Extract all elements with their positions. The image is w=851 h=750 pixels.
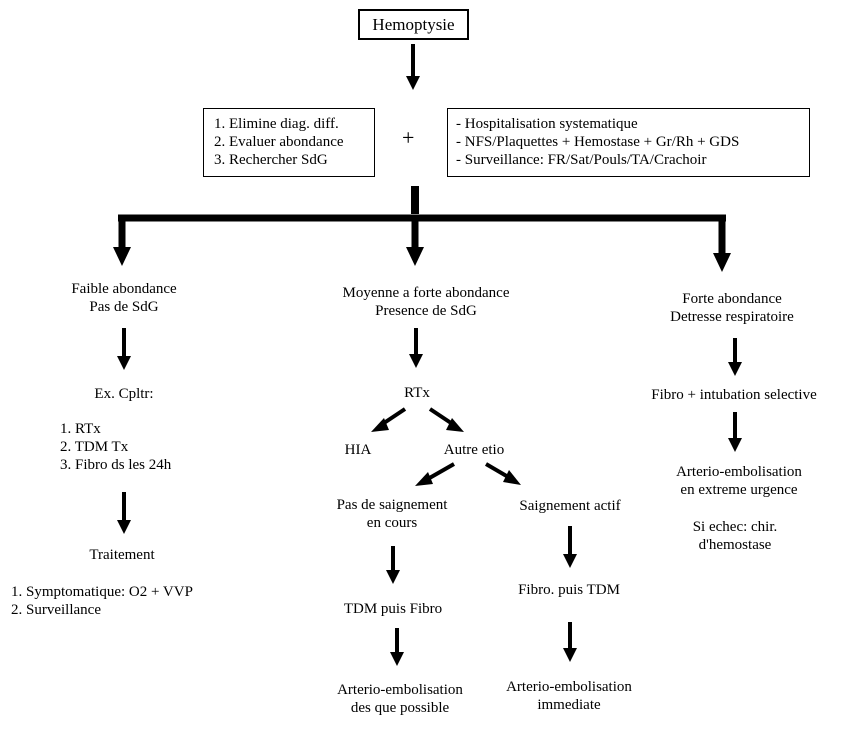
middle-no-bleed: Pas de saignement en cours [337,496,448,532]
arrow-right-1 [728,338,742,376]
right-failure-line-1: Si echec: chir. [692,519,778,535]
right-embolisation-line-2: en extreme urgence [680,482,798,498]
measure-2: - NFS/Plaquettes + Hemostase + Gr/Rh + G… [456,134,740,150]
arrow-no-bleed-step-down [390,628,404,666]
middle-active-bleed-end: Arterio-embolisation immediate [506,678,632,714]
left-heading: Faible abondance Pas de SdG [71,280,176,316]
left-heading-line-1: Faible abondance [71,281,177,297]
arrow-active-down [563,526,577,568]
middle-no-bleed-end-line-2: des que possible [350,700,450,716]
middle-active-bleed-step: Fibro. puis TDM [518,582,620,598]
arrow-autre-to-no-bleed [415,462,455,486]
arrow-active-step-down [563,622,577,662]
plus-sign: + [402,125,415,150]
arrow-branch-middle [406,218,424,266]
arrow-title-down [406,44,420,90]
right-failure: Si echec: chir. d'hemostase [693,518,778,554]
measure-3: - Surveillance: FR/Sat/Pouls/TA/Crachoir [456,152,707,168]
middle-active-bleed-end-line-2: immediate [537,697,601,713]
right-heading-line-2: Detresse respiratoire [670,309,794,325]
middle-autre-etio: Autre etio [443,442,505,458]
arrow-middle-1 [409,328,423,368]
left-treatment-label: Traitement [89,547,155,563]
arrow-rtx-to-hia [371,407,407,432]
right-embolisation-line-1: Arterio-embolisation [676,464,802,480]
measure-1: - Hospitalisation systematique [456,116,638,132]
title-text: Hemoptysie [372,15,455,34]
initial-step-3: 3. Rechercher SdG [214,152,328,168]
arrow-no-bleed-down [386,546,400,584]
arrow-left-1 [117,328,131,370]
left-exam-2: 2. TDM Tx [60,439,129,455]
arrow-autre-to-active [484,462,521,485]
left-exam-1: 1. RTx [60,421,101,437]
middle-no-bleed-line-1: Pas de saignement [336,497,448,513]
middle-active-bleed: Saignement actif [519,498,621,514]
middle-active-bleed-end-line-1: Arterio-embolisation [506,679,632,695]
initial-steps-box: 1. Elimine diag. diff. 2. Evaluer abonda… [203,108,375,177]
right-heading-line-1: Forte abondance [682,291,782,307]
arrow-branch-right [713,218,731,272]
middle-rtx: RTx [404,385,430,401]
middle-no-bleed-step: TDM puis Fibro [343,601,443,617]
middle-hia: HIA [344,442,372,458]
middle-heading: Moyenne a forte abondance Presence de Sd… [342,284,509,320]
hospital-measures-box: - Hospitalisation systematique - NFS/Pla… [447,108,810,177]
right-step: Fibro + intubation selective [651,387,817,403]
middle-no-bleed-end-line-1: Arterio-embolisation [337,682,463,698]
left-treatment-2: 2. Surveillance [11,602,101,618]
left-exam-3: 3. Fibro ds les 24h [60,457,172,473]
initial-step-2: 2. Evaluer abondance [214,134,344,150]
arrow-right-2 [728,412,742,452]
middle-no-bleed-line-2: en cours [366,515,418,531]
right-failure-line-2: d'hemostase [698,537,772,553]
title-box: Hemoptysie [358,9,469,40]
middle-heading-line-1: Moyenne a forte abondance [342,285,510,301]
left-exams-label: Ex. Cpltr: [94,386,154,402]
arrow-rtx-to-autre [428,407,464,432]
right-heading: Forte abondance Detresse respiratoire [670,290,794,326]
middle-no-bleed-end: Arterio-embolisation des que possible [337,681,463,717]
left-exams-list: 1. RTx 2. TDM Tx 3. Fibro ds les 24h [60,420,171,474]
arrow-left-2 [117,492,131,534]
middle-heading-line-2: Presence de SdG [375,303,477,319]
initial-step-1: 1. Elimine diag. diff. [214,116,339,132]
left-treatment-list: 1. Symptomatique: O2 + VVP 2. Surveillan… [11,583,193,619]
right-embolisation: Arterio-embolisation en extreme urgence [676,463,802,499]
left-treatment-1: 1. Symptomatique: O2 + VVP [11,584,193,600]
left-heading-line-2: Pas de SdG [89,299,159,315]
arrow-branch-left [113,218,131,266]
